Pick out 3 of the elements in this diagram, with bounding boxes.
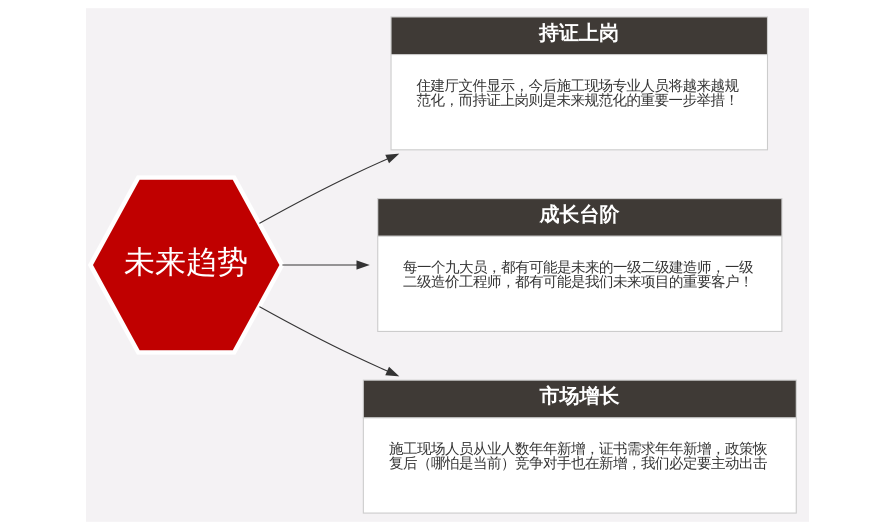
arrow xyxy=(258,154,399,224)
arrow xyxy=(282,260,370,270)
arrow xyxy=(258,306,399,376)
